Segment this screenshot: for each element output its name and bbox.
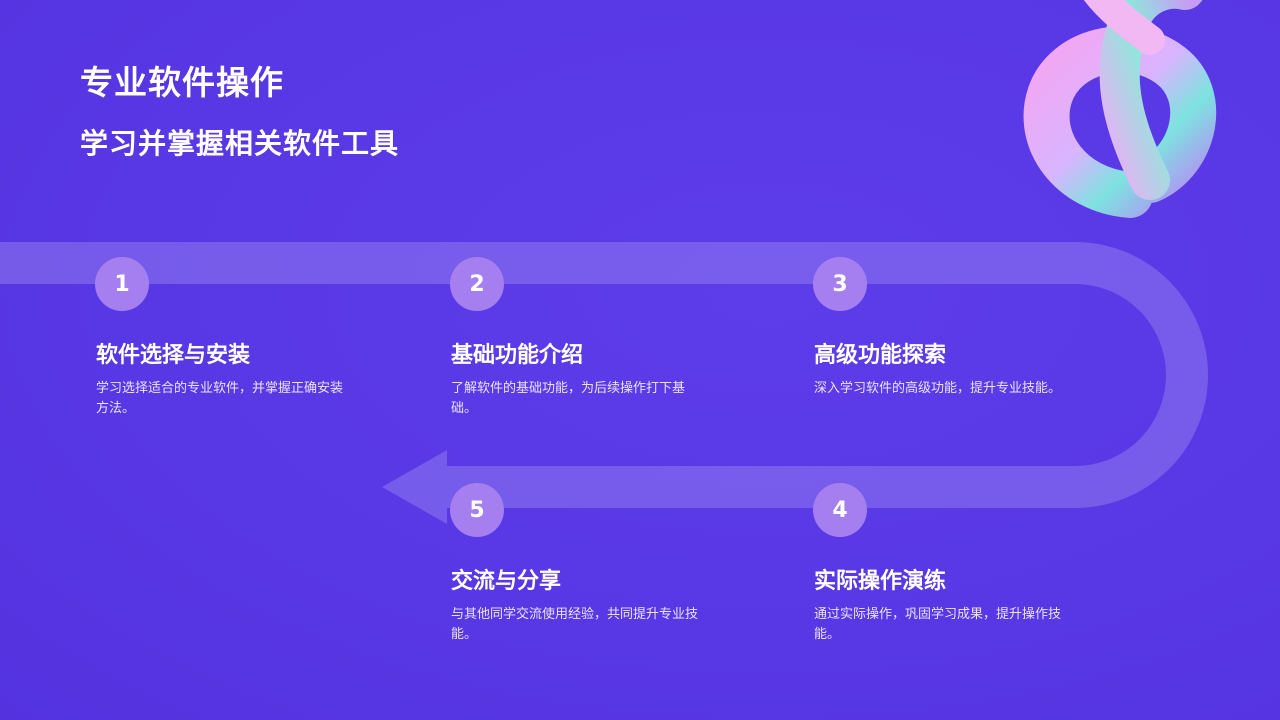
step-number-badge: 5 [450, 483, 504, 537]
step-description: 学习选择适合的专业软件，并掌握正确安装方法。 [96, 379, 346, 419]
step-1: 1 软件选择与安装 学习选择适合的专业软件，并掌握正确安装方法。 [96, 257, 356, 419]
step-3: 3 高级功能探索 深入学习软件的高级功能，提升专业技能。 [814, 257, 1074, 399]
page-title: 专业软件操作 [80, 60, 284, 106]
step-title: 高级功能探索 [814, 341, 1074, 371]
step-description: 与其他同学交流使用经验，共同提升专业技能。 [451, 605, 701, 645]
step-description: 了解软件的基础功能，为后续操作打下基础。 [451, 379, 701, 419]
step-number-badge: 3 [813, 257, 867, 311]
step-description: 通过实际操作，巩固学习成果，提升操作技能。 [814, 605, 1064, 645]
step-number-badge: 1 [95, 257, 149, 311]
step-title: 实际操作演练 [814, 567, 1074, 597]
step-title: 基础功能介绍 [451, 341, 711, 371]
page-subtitle: 学习并掌握相关软件工具 [80, 122, 399, 166]
ribbon-decoration [1047, 0, 1194, 195]
step-2: 2 基础功能介绍 了解软件的基础功能，为后续操作打下基础。 [451, 257, 711, 419]
arrow-head [382, 450, 447, 524]
step-5: 5 交流与分享 与其他同学交流使用经验，共同提升专业技能。 [451, 483, 711, 645]
step-4: 4 实际操作演练 通过实际操作，巩固学习成果，提升操作技能。 [814, 483, 1074, 645]
step-description: 深入学习软件的高级功能，提升专业技能。 [814, 379, 1064, 399]
step-number-badge: 4 [813, 483, 867, 537]
step-title: 交流与分享 [451, 567, 711, 597]
step-number-badge: 2 [450, 257, 504, 311]
step-title: 软件选择与安装 [96, 341, 356, 371]
